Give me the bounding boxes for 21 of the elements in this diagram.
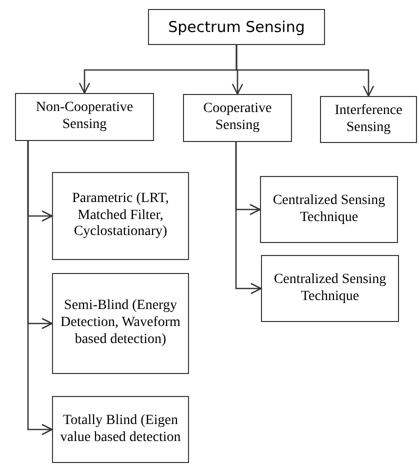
arrow bbox=[236, 45, 374, 97]
process-box bbox=[260, 176, 398, 243]
process-box bbox=[148, 9, 325, 45]
box-label: Interference Sensing bbox=[334, 102, 404, 136]
box-label: Semi-Blind (Energy Detection, Waveform based detection) bbox=[60, 298, 182, 349]
box-label: Centralized Sensing Technique bbox=[272, 272, 388, 306]
box-label: Parametric (LRT, Matched Filter, Cyclostationary) bbox=[71, 190, 170, 242]
arrow bbox=[235, 142, 262, 294]
box-label: Totally Blind (Eigen value based detection bbox=[59, 412, 182, 446]
arrow bbox=[27, 141, 53, 436]
process-box bbox=[15, 93, 154, 141]
process-box bbox=[320, 96, 417, 143]
process-box bbox=[52, 396, 189, 463]
box-label: Cooperative Sensing bbox=[202, 101, 273, 135]
box-label: Spectrum Sensing bbox=[168, 18, 305, 36]
process-box bbox=[261, 255, 399, 322]
process-box bbox=[52, 172, 189, 260]
box-label: Non-Cooperative Sensing bbox=[34, 100, 134, 134]
box-label: Centralized Sensing Technique bbox=[272, 192, 386, 226]
process-box bbox=[183, 94, 292, 142]
process-box bbox=[52, 273, 189, 374]
